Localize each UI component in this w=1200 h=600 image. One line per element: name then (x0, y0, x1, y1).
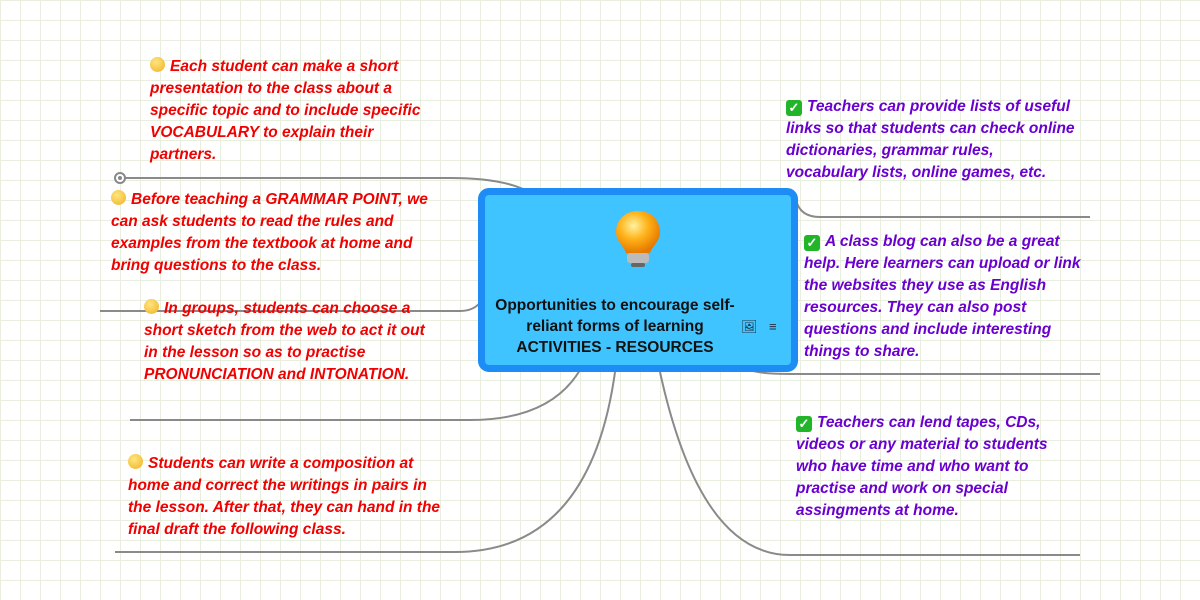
smiley-icon (150, 57, 165, 72)
right-node-2[interactable]: ✓A class blog can also be a great help. … (804, 233, 1081, 360)
left-node-4[interactable]: Students can write a composition at home… (128, 454, 441, 538)
image-icon[interactable]: 🖼 (741, 319, 758, 334)
smiley-icon (128, 454, 143, 469)
left-node-2[interactable]: Before teaching a GRAMMAR POINT, we can … (111, 190, 428, 274)
right-node-1[interactable]: ✓Teachers can provide lists of useful li… (786, 98, 1075, 181)
checkmark-icon: ✓ (804, 235, 820, 251)
left-node-1[interactable]: Each student can make a short presentati… (150, 57, 421, 163)
smiley-icon (144, 299, 159, 314)
central-topic-title: Opportunities to encourage self-reliant … (495, 297, 735, 356)
left-node-3[interactable]: In groups, students can choose a short s… (144, 299, 425, 383)
smiley-icon (111, 190, 126, 205)
central-topic[interactable]: Opportunities to encourage self-reliant … (478, 188, 798, 372)
right-node-3[interactable]: ✓Teachers can lend tapes, CDs, videos or… (796, 414, 1048, 519)
checkmark-icon: ✓ (786, 100, 802, 116)
checkmark-icon: ✓ (796, 416, 812, 432)
notes-icon[interactable]: ≡ (769, 319, 777, 334)
lightbulb-icon (616, 211, 660, 267)
